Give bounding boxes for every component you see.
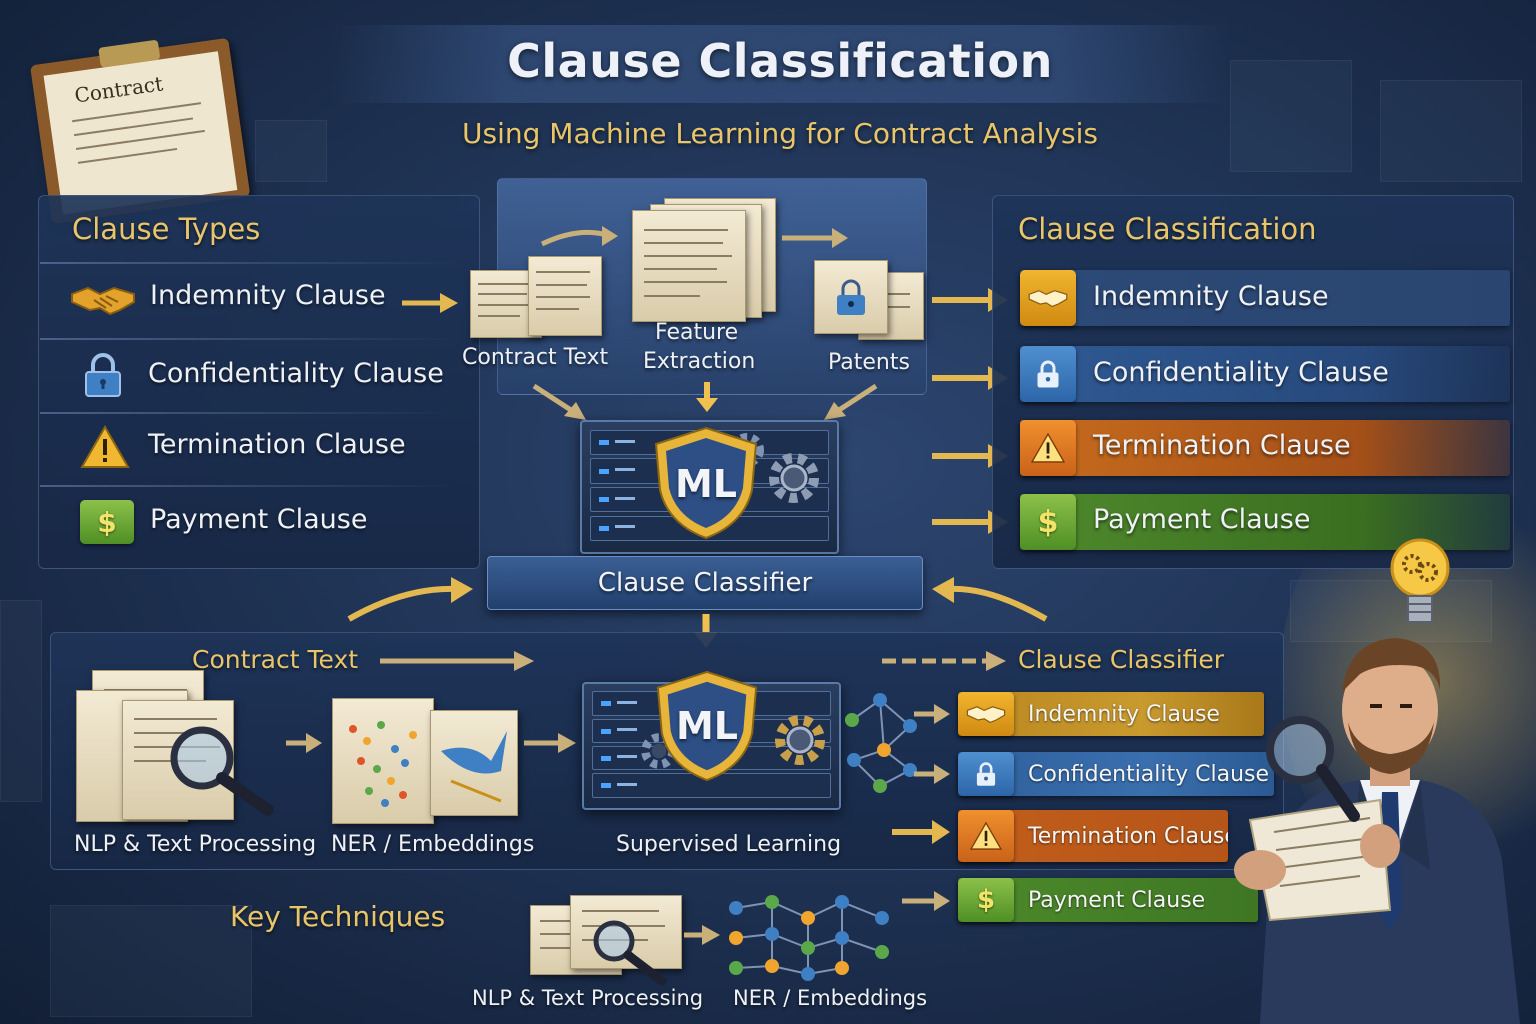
divider <box>40 338 460 340</box>
nlp-caption: NLP & Text Processing <box>74 832 317 857</box>
background-building <box>1230 60 1352 172</box>
classified-indemnity-bar <box>1020 270 1510 326</box>
arrow-icon <box>824 383 878 420</box>
output-indemnity-label: Indemnity Clause <box>1028 701 1220 727</box>
arrow-icon <box>902 891 950 911</box>
handshake-icon <box>1020 270 1076 326</box>
classified-confidentiality-label: Confidentiality Clause <box>1093 357 1389 388</box>
classified-payment-label: Payment Clause <box>1093 504 1311 535</box>
output-payment-label: Payment Clause <box>1028 887 1206 913</box>
ml-shield-icon <box>656 670 758 782</box>
ml-badge-label: ML <box>675 704 739 748</box>
background-building <box>255 120 327 182</box>
lock-icon <box>837 279 865 315</box>
ml-badge-label: ML <box>674 462 738 506</box>
arrow-icon <box>914 764 950 784</box>
magnifier-icon <box>593 920 667 986</box>
arrow-icon <box>524 733 576 753</box>
lock-icon <box>958 752 1014 796</box>
contract-document-icon <box>528 256 602 336</box>
clause-type-payment: Payment Clause <box>150 504 368 535</box>
embedding-document-icon <box>430 710 518 816</box>
network-icon <box>729 895 889 981</box>
technique-ner-caption: NER / Embeddings <box>733 986 928 1010</box>
arrow-icon <box>540 226 618 247</box>
clause-classifier-label: Clause Classifier <box>597 568 813 598</box>
arrow-icon <box>882 651 1006 671</box>
classified-termination-label: Termination Clause <box>1093 430 1351 461</box>
feature-extraction-caption-2: Extraction <box>643 349 756 374</box>
classified-confidentiality-bar <box>1020 346 1510 402</box>
key-techniques-heading: Key Techniques <box>230 900 446 933</box>
divider <box>40 262 460 264</box>
arrow-icon <box>684 925 720 945</box>
clause-classification-heading: Clause Classification <box>1018 212 1317 246</box>
arrow-icon <box>402 293 458 313</box>
title-banner <box>330 25 1230 103</box>
network-icon <box>845 693 917 793</box>
arrow-icon <box>892 820 950 844</box>
page-subtitle: Using Machine Learning for Contract Anal… <box>462 117 1098 150</box>
contract-clipboard: Contract <box>29 26 263 225</box>
output-confidentiality-label: Confidentiality Clause <box>1028 761 1270 787</box>
lightbulb-icon <box>1390 538 1450 623</box>
warning-icon <box>1020 420 1076 476</box>
classified-termination-bar <box>1020 420 1510 476</box>
feature-document-icon <box>632 210 746 322</box>
background-building <box>1380 80 1522 182</box>
handshake-icon <box>958 692 1014 736</box>
arrow-icon <box>532 383 586 420</box>
handshake-icon <box>70 280 136 320</box>
background-building <box>50 905 252 1017</box>
arrow-icon <box>932 577 1048 622</box>
background-building <box>1290 580 1492 642</box>
output-termination-label: Termination Clause <box>1028 823 1228 849</box>
contract-text-caption: Contract Text <box>462 345 609 370</box>
background-building <box>0 600 42 802</box>
patent-document-icon <box>814 260 888 334</box>
clause-classifier-bar: Clause Classifier <box>487 556 923 610</box>
analyst-figure <box>1234 638 1520 1024</box>
clause-type-termination: Termination Clause <box>148 429 406 460</box>
embedding-chart-icon <box>332 698 434 824</box>
warning-icon <box>958 810 1014 862</box>
lower-classifier-heading: Clause Classifier <box>1018 645 1225 674</box>
arrow-down-icon <box>696 382 718 412</box>
classified-indemnity-label: Indemnity Clause <box>1093 281 1329 312</box>
page-title: Clause Classification <box>507 34 1053 88</box>
arrow-icon <box>286 733 322 753</box>
technique-nlp-caption: NLP & Text Processing <box>472 986 704 1010</box>
clause-type-indemnity: Indemnity Clause <box>150 280 386 311</box>
patents-caption: Patents <box>828 350 910 375</box>
feature-extraction-caption-1: Feature <box>655 320 739 345</box>
warning-icon <box>80 424 130 470</box>
lower-contract-text-heading: Contract Text <box>192 645 359 674</box>
arrow-icon <box>347 577 473 622</box>
arrow-icon <box>380 651 534 671</box>
ner-caption: NER / Embeddings <box>331 832 535 857</box>
arrow-icon <box>782 228 848 248</box>
arrow-icon <box>914 704 950 724</box>
lock-icon <box>80 352 126 398</box>
magnifier-icon <box>170 726 274 816</box>
clause-types-heading: Clause Types <box>72 212 261 246</box>
lock-icon <box>1020 346 1076 402</box>
divider <box>40 412 460 414</box>
dollar-icon: $ <box>958 878 1014 922</box>
divider <box>40 485 460 487</box>
gear-icon <box>775 715 825 765</box>
dollar-icon: $ <box>1020 494 1076 550</box>
supervised-caption: Supervised Learning <box>616 832 842 857</box>
ml-shield-icon <box>654 426 758 540</box>
dollar-icon: $ <box>80 500 134 544</box>
gear-icon <box>769 453 819 503</box>
clause-type-confidentiality: Confidentiality Clause <box>148 358 444 389</box>
